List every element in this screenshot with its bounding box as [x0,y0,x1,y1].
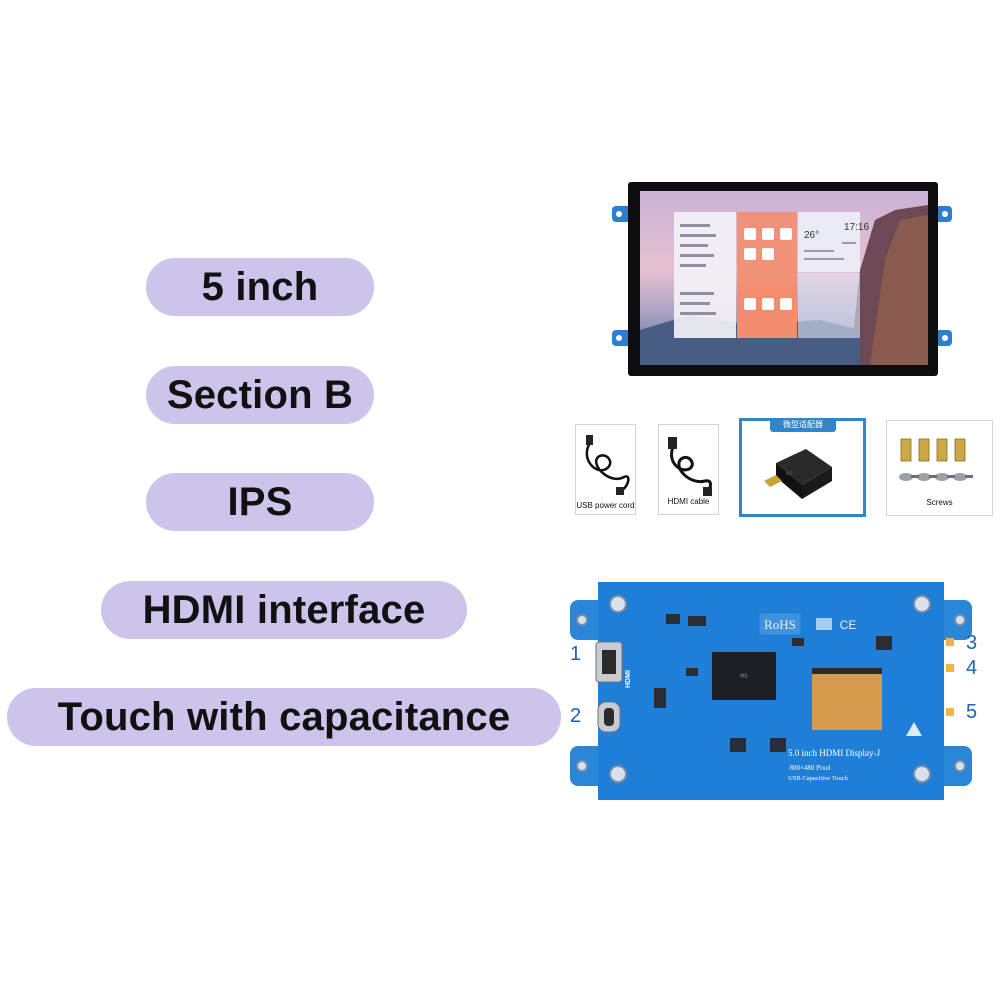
screws-label: Screws [926,498,953,507]
feature-interface-pill: HDMI interface [101,581,467,639]
display-board-back-image: MS RoHS CE HDMI 5.0 inch HDMI Display-J … [570,582,972,800]
hdmi-adapter-icon [764,449,832,499]
usb-power-cord-card: USB power cord [575,424,636,515]
display-front-image: 17:16 26° [612,182,952,376]
hdmi-adapter-card: 微型适配器 [739,418,866,517]
port-callout-4: 4 [966,657,978,679]
feature-touch-pill: Touch with capacitance [7,688,561,746]
board-touch-label: USB Capacitive Touch [788,775,848,782]
port-callout-1: 1 [570,643,582,665]
hdmi-cable-card: HDMI cable [658,424,719,515]
feature-size-pill: 5 inch [146,258,374,316]
board-resolution-label: 800×480 Pixel [789,764,830,772]
rohs-label: RoHS [764,617,796,632]
screws-icon [899,438,973,481]
hdmi-cable-icon [668,437,712,496]
port-callout-3: 3 [966,632,978,654]
usb-cord-icon [585,435,630,495]
usb-cord-label: USB power cord [576,501,635,510]
feature-section-pill: Section B [146,366,374,424]
hdmi-silk-label: HDMI [625,670,632,688]
ce-label: CE [840,618,857,632]
feature-panel-pill: IPS [146,473,374,531]
port-callout-2: 2 [570,705,582,727]
screen-clock: 17:16 [844,222,869,233]
screws-card: Screws [886,420,993,516]
board-model-label: 5.0 inch HDMI Display-J [788,748,880,758]
screen-temperature: 26° [804,230,819,241]
svg-text:MS: MS [740,673,748,680]
adapter-header: 微型适配器 [770,418,836,432]
port-callout-5: 5 [966,701,978,723]
hdmi-cable-label: HDMI cable [667,497,710,506]
